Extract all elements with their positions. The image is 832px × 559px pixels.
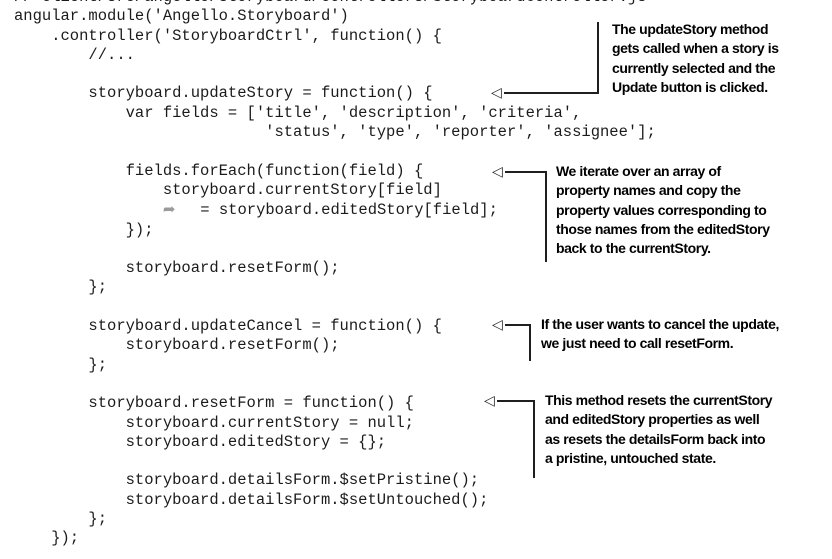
callout-arrowhead-icon: ◁ (491, 85, 502, 101)
callout-line-horizontal (504, 92, 599, 94)
annotation-resetform: This method resets the currentStory and … (545, 392, 773, 466)
annotation-foreach-copy: We iterate over an array of property nam… (556, 163, 770, 257)
callout-line-horizontal (497, 400, 535, 402)
annotation-updatecancel: If the user wants to cancel the update, … (541, 316, 780, 352)
code-listing: // client/src/angello/storyboard/control… (14, 0, 656, 548)
callout-line-horizontal (505, 324, 531, 326)
callout-line-vertical (533, 400, 535, 478)
callout-arrowhead-icon: ◁ (484, 393, 495, 409)
callout-line-vertical (545, 171, 547, 262)
line-wrap-arrow-icon: ➦ (162, 200, 176, 219)
callout-arrowhead-icon: ◁ (492, 164, 503, 180)
callout-line-vertical (597, 22, 599, 94)
callout-line-horizontal (505, 171, 547, 173)
callout-arrowhead-icon: ◁ (492, 317, 503, 333)
callout-line-vertical (529, 324, 531, 361)
annotation-updatestory: The updateStory method gets called when … (612, 21, 779, 95)
